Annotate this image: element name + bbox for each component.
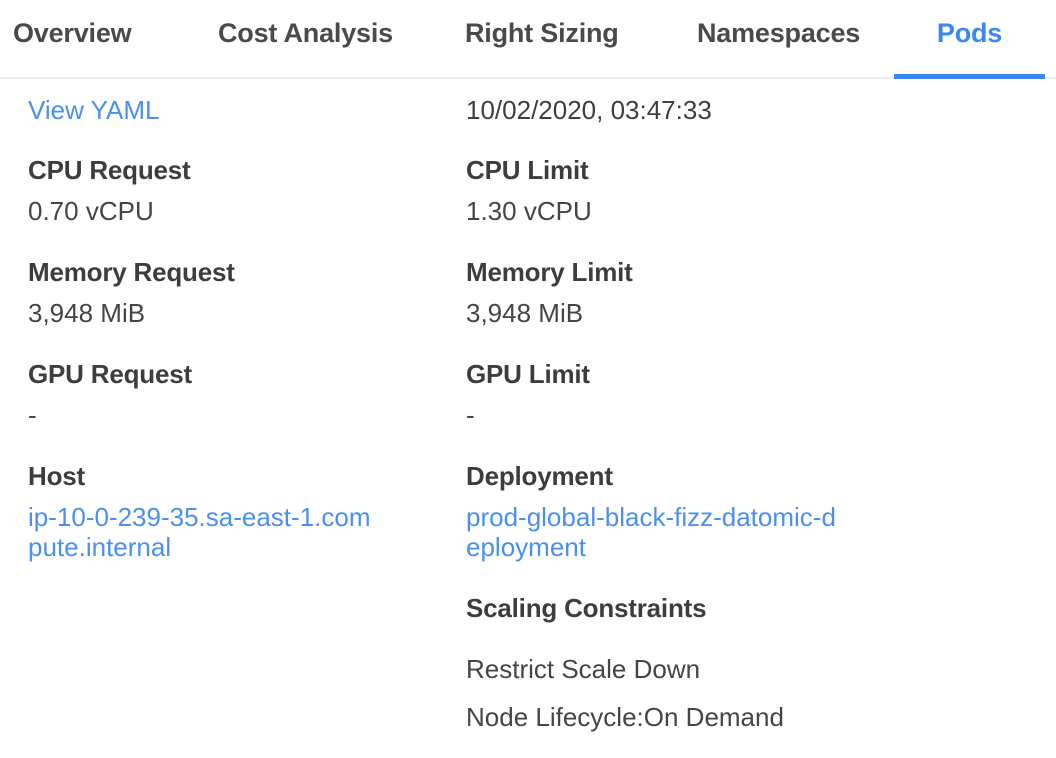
scaling-constraints-label: Scaling Constraints <box>466 593 707 623</box>
gpu-request-value: - <box>28 400 37 430</box>
field-gpu-request: GPU Request - <box>28 360 373 430</box>
tab-bar: Overview Cost Analysis Right Sizing Name… <box>0 0 1056 79</box>
deployment-label: Deployment <box>466 461 613 491</box>
created-timestamp: 10/02/2020, 03:47:33 <box>466 95 712 125</box>
cpu-limit-label: CPU Limit <box>466 155 589 185</box>
view-yaml-link[interactable]: View YAML <box>28 95 160 125</box>
gpu-limit-value: - <box>466 400 475 430</box>
detail-column-right: 10/02/2020, 03:47:33 CPU Limit 1.30 vCPU… <box>466 96 846 758</box>
cpu-request-label: CPU Request <box>28 155 191 185</box>
memory-limit-value: 3,948 MiB <box>466 298 584 328</box>
host-link[interactable]: ip-10-0-239-35.sa-east-1.compute.interna… <box>28 502 371 562</box>
memory-limit-label: Memory Limit <box>466 257 633 287</box>
field-host: Host ip-10-0-239-35.sa-east-1.compute.in… <box>28 462 373 562</box>
cpu-request-value: 0.70 vCPU <box>28 196 154 226</box>
deployment-link[interactable]: prod-global-black-fizz-datomic-deploymen… <box>466 502 836 562</box>
field-scaling-constraints: Scaling Constraints Restrict Scale Down … <box>466 594 846 732</box>
gpu-limit-label: GPU Limit <box>466 359 590 389</box>
scaling-constraint-item: Restrict Scale Down <box>466 654 701 684</box>
tab-pods[interactable]: Pods <box>936 18 1003 48</box>
field-cpu-request: CPU Request 0.70 vCPU <box>28 156 373 226</box>
pod-detail-panel: View YAML CPU Request 0.70 vCPU Memory R… <box>0 79 1056 756</box>
host-label: Host <box>28 461 85 491</box>
tab-overview[interactable]: Overview <box>13 18 132 48</box>
field-cpu-limit: CPU Limit 1.30 vCPU <box>466 156 846 226</box>
active-tab-indicator <box>894 74 1045 79</box>
cpu-limit-value: 1.30 vCPU <box>466 196 592 226</box>
memory-request-value: 3,948 MiB <box>28 298 146 328</box>
tab-namespaces[interactable]: Namespaces <box>697 18 861 48</box>
field-memory-limit: Memory Limit 3,948 MiB <box>466 258 846 328</box>
detail-column-left: View YAML CPU Request 0.70 vCPU Memory R… <box>28 96 373 594</box>
tab-right-sizing[interactable]: Right Sizing <box>465 18 619 48</box>
tab-cost-analysis[interactable]: Cost Analysis <box>218 18 393 48</box>
field-gpu-limit: GPU Limit - <box>466 360 846 430</box>
scaling-constraint-item: Node Lifecycle:On Demand <box>466 702 784 732</box>
gpu-request-label: GPU Request <box>28 359 192 389</box>
field-memory-request: Memory Request 3,948 MiB <box>28 258 373 328</box>
memory-request-label: Memory Request <box>28 257 235 287</box>
field-deployment: Deployment prod-global-black-fizz-datomi… <box>466 462 846 562</box>
